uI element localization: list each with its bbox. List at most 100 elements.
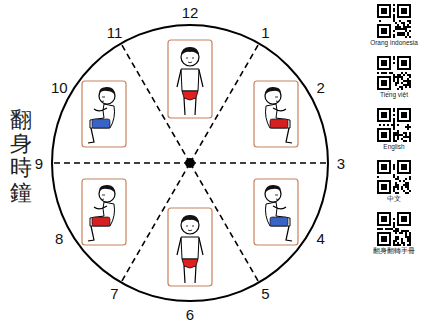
- qr-module: [385, 228, 387, 230]
- clock-number: 6: [186, 307, 194, 322]
- qr-module: [403, 32, 405, 34]
- qr-module: [403, 34, 405, 36]
- qr-module: [409, 244, 411, 246]
- clock-number: 9: [35, 156, 43, 171]
- qr-module: [395, 240, 397, 242]
- qr-module: [393, 124, 395, 126]
- qr-module: [397, 32, 399, 34]
- qr-module: [407, 186, 409, 188]
- qr-module: [401, 88, 403, 90]
- qr-module: [405, 140, 407, 142]
- qr-module: [399, 34, 401, 36]
- qr-module: [395, 192, 397, 194]
- qr-caption: 翻身翻轉手冊: [373, 248, 415, 255]
- qr-module: [401, 230, 403, 232]
- qr-module: [403, 80, 405, 82]
- qr-module: [379, 6, 389, 16]
- qr-module: [399, 26, 401, 28]
- qr-module: [377, 128, 391, 142]
- qr-module: [407, 20, 409, 22]
- qr-module: [393, 218, 395, 220]
- qr-module: [397, 88, 399, 90]
- qr-module: [407, 244, 409, 246]
- qr-module: [397, 238, 399, 240]
- qr-module: [403, 28, 405, 30]
- qr-module: [403, 26, 405, 28]
- qr-module: [407, 240, 409, 242]
- qr-module: [393, 230, 395, 232]
- qr-module: [401, 112, 407, 118]
- qr-module: [409, 26, 411, 28]
- qr-module: [401, 72, 403, 74]
- qr-module: [397, 80, 399, 82]
- qr-module: [393, 188, 395, 190]
- qr-module: [401, 216, 407, 222]
- clock-number: 3: [337, 156, 345, 171]
- qr-module: [397, 4, 411, 18]
- qr-module: [377, 212, 391, 226]
- qr-module: [399, 32, 401, 34]
- qr-module: [399, 134, 401, 136]
- qr-module: [397, 78, 399, 80]
- qr-module: [397, 244, 399, 246]
- qr-module: [405, 126, 407, 128]
- qr-module: [393, 8, 395, 10]
- qr-module: [393, 30, 395, 32]
- qr-module: [405, 80, 407, 82]
- qr-module: [403, 244, 405, 246]
- qr-module: [401, 76, 403, 78]
- qr-module: [397, 74, 399, 76]
- qr-module: [409, 234, 411, 236]
- qr-module: [403, 136, 405, 138]
- qr-module: [395, 184, 397, 186]
- clock-number: 2: [317, 80, 325, 95]
- qr-module: [391, 228, 393, 230]
- qr-module: [397, 124, 399, 126]
- qr-module: [387, 124, 389, 126]
- qr-module: [407, 32, 409, 34]
- qr-module: [409, 22, 411, 24]
- qr-module: [393, 128, 395, 130]
- qr-module: [409, 178, 411, 180]
- qr-module: [401, 138, 403, 140]
- qr-module: [401, 82, 403, 84]
- qr-module: [393, 78, 395, 80]
- qr-module: [395, 238, 397, 240]
- qr-module: [393, 14, 395, 16]
- qr-module: [393, 56, 395, 58]
- qr-module: [393, 20, 395, 22]
- qr-module: [393, 190, 395, 192]
- qr-module: [393, 174, 395, 176]
- qr-module: [393, 126, 395, 128]
- qr-module: [401, 240, 403, 242]
- qr-module: [377, 76, 391, 90]
- clock-number: 10: [51, 80, 68, 95]
- qr-module: [381, 72, 383, 74]
- qr-module: [399, 28, 401, 30]
- qr-module: [399, 20, 401, 22]
- qr-module: [397, 130, 399, 132]
- qr-module: [379, 26, 389, 36]
- qr-module: [393, 168, 395, 170]
- qr-module: [397, 138, 399, 140]
- qr-module: [409, 240, 411, 242]
- qr-module: [393, 10, 395, 12]
- qr-module: [397, 212, 411, 226]
- qr-module: [405, 28, 407, 30]
- qr-module: [405, 232, 407, 234]
- qr-module: [397, 76, 399, 78]
- qr-module: [409, 190, 411, 192]
- qr-module: [377, 180, 391, 194]
- qr-module: [393, 18, 395, 20]
- qr-module: [407, 24, 409, 26]
- qr-module: [377, 24, 391, 38]
- qr-module: [409, 74, 411, 76]
- qr-module: [393, 224, 395, 226]
- qr-module: [399, 74, 401, 76]
- qr-module: [397, 242, 399, 244]
- qr-module: [395, 132, 397, 134]
- qr-module: [381, 132, 387, 138]
- clock-number: 1: [261, 25, 269, 40]
- qr-module: [409, 36, 411, 38]
- qr-module: [409, 20, 411, 22]
